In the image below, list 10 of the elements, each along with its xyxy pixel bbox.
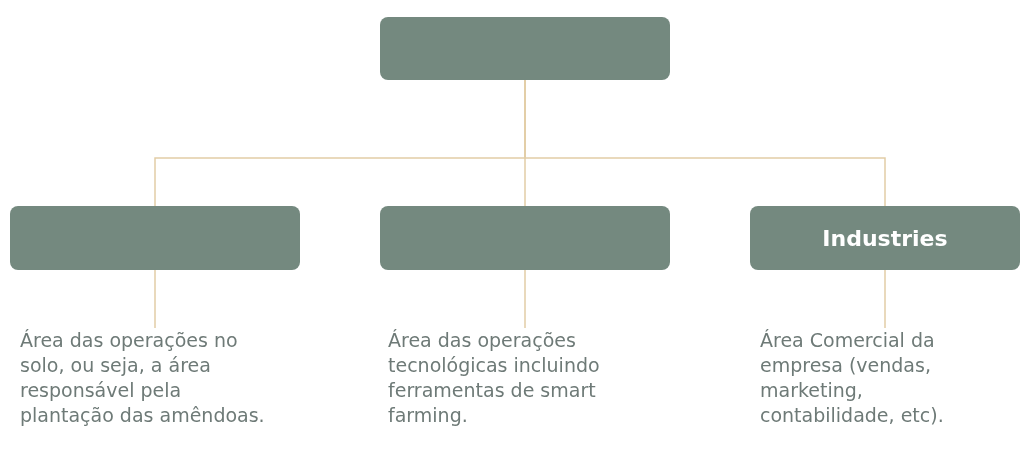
- connector-line: [884, 269, 886, 329]
- org-box: [380, 17, 670, 80]
- org-box: Industries: [750, 206, 1020, 270]
- org-box: [10, 206, 300, 270]
- description-text: Área das operações no solo, ou seja, a área responsável pela plantação das amêndoas.: [20, 328, 275, 428]
- connector-line: [524, 269, 526, 329]
- connector-line: [154, 269, 156, 329]
- description-text: Área Comercial da empresa (vendas, marketing, contabilidade, etc).: [760, 328, 995, 428]
- description-text: Área das operações tecnológicas incluindo ferramentas de smart farming.: [388, 328, 643, 428]
- org-box: [380, 206, 670, 270]
